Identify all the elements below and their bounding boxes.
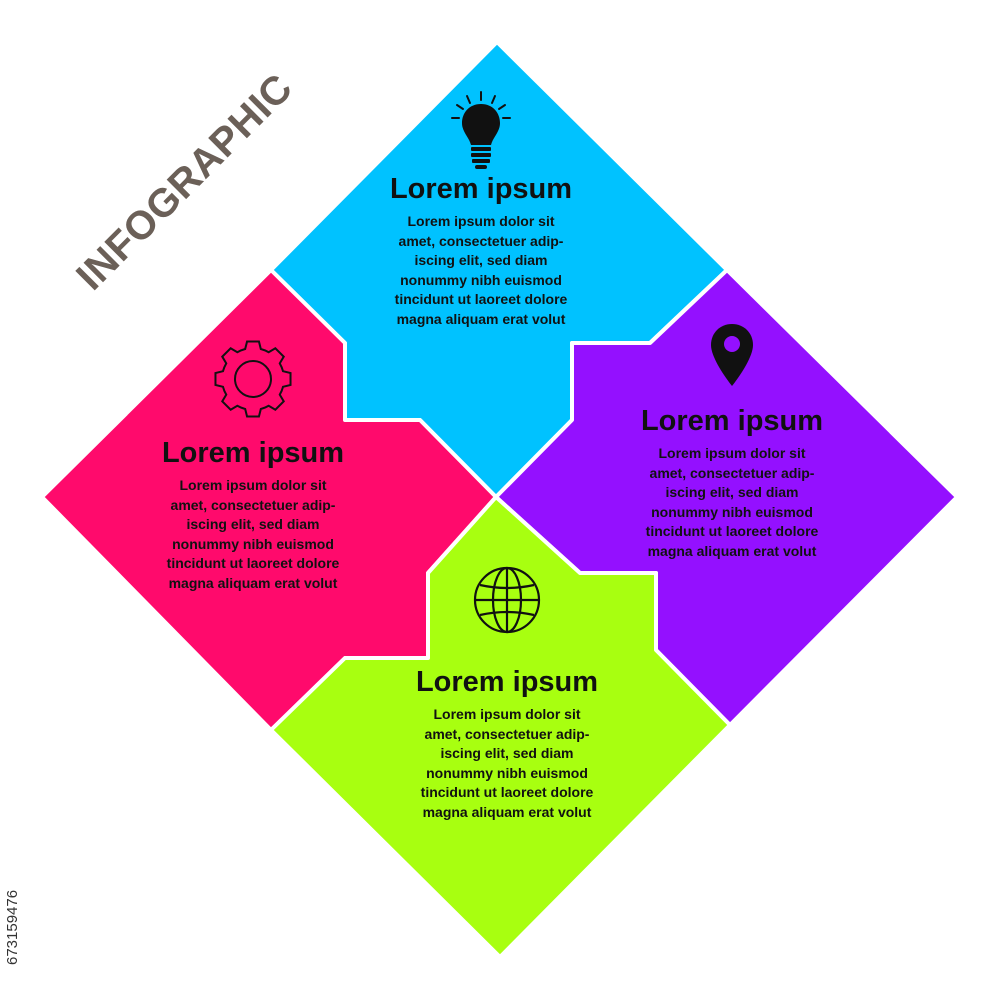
section-top: Lorem ipsum Lorem ipsum dolor sit amet, …: [351, 90, 611, 329]
piece-bottom: [269, 495, 732, 959]
location-pin-icon: [711, 324, 753, 386]
section-left-body: Lorem ipsum dolor sit amet, consectetuer…: [166, 477, 340, 591]
section-top-heading: Lorem ipsum: [389, 173, 573, 205]
lightbulb-icon: [451, 91, 511, 169]
section-bottom-body: Lorem ipsum dolor sit amet, consectetuer…: [420, 706, 594, 820]
globe-icon: [473, 566, 541, 634]
gear-outline: [214, 340, 292, 418]
section-left: Lorem ipsum Lorem ipsum dolor sit amet, …: [123, 338, 383, 593]
gear-icon: [214, 340, 292, 418]
section-right-heading: Lorem ipsum: [640, 405, 824, 437]
section-right-body: Lorem ipsum dolor sit amet, consectetuer…: [645, 445, 819, 559]
stock-credit-id: 673159476: [4, 889, 21, 965]
section-bottom: Lorem ipsum Lorem ipsum dolor sit amet, …: [377, 565, 637, 822]
section-right: Lorem ipsum Lorem ipsum dolor sit amet, …: [602, 322, 862, 561]
section-top-body: Lorem ipsum dolor sit amet, consectetuer…: [394, 213, 568, 327]
section-left-heading: Lorem ipsum: [161, 437, 345, 469]
section-bottom-heading: Lorem ipsum: [415, 666, 599, 698]
